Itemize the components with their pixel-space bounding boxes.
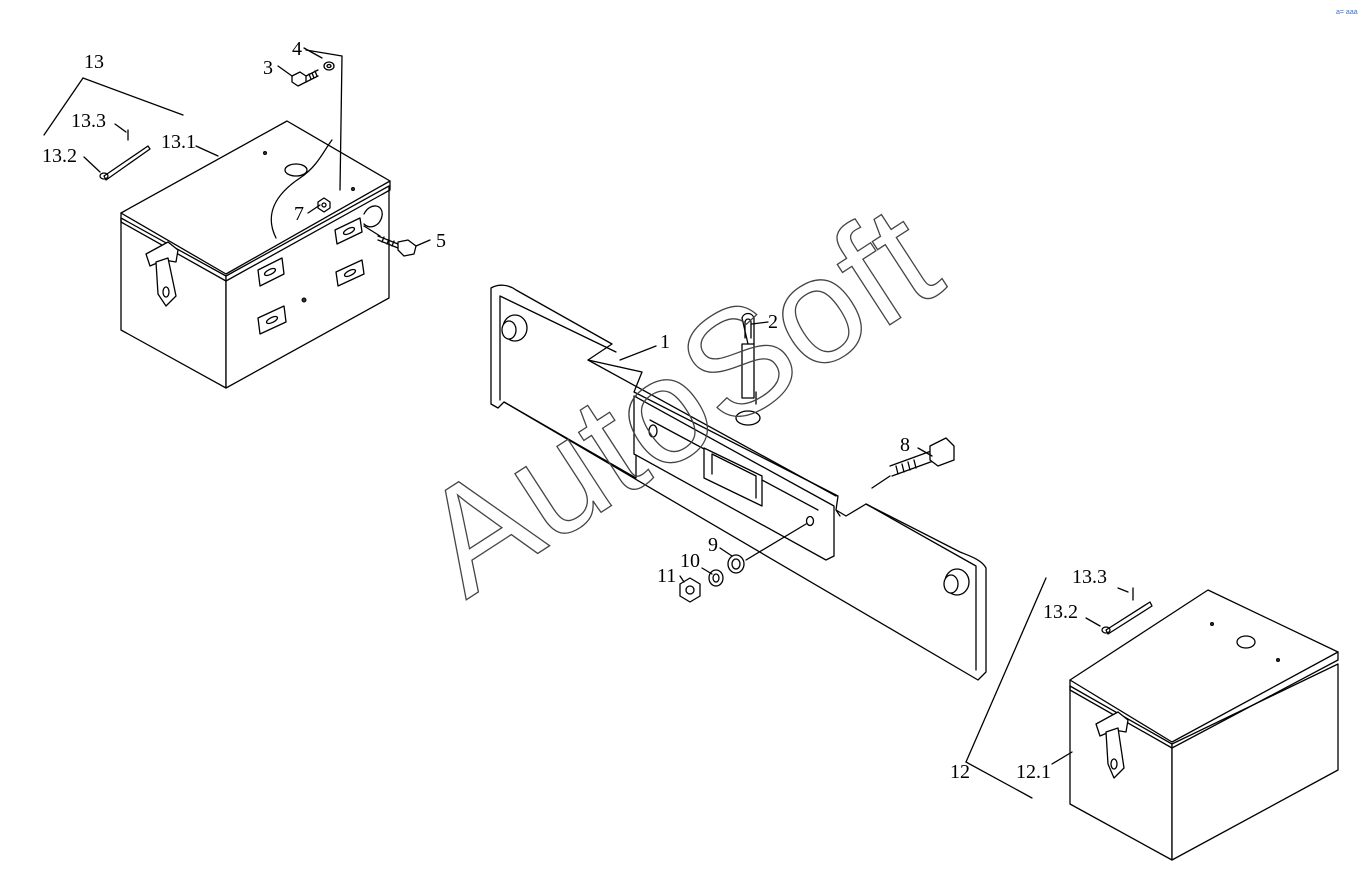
spring-washer-10-icon — [708, 569, 724, 587]
callout-11: 11 — [657, 565, 676, 587]
nut-11-icon — [679, 577, 701, 603]
callout-12: 12 — [950, 761, 970, 783]
callout-7: 7 — [294, 203, 304, 225]
callout-9: 9 — [708, 534, 718, 556]
bracket-slot-2 — [335, 259, 365, 287]
callout-1: 1 — [660, 331, 670, 353]
callout-2: 2 — [768, 311, 778, 333]
callout-3: 3 — [263, 57, 273, 79]
callout-13-2-right: 13.2 — [1043, 601, 1078, 623]
callout-13-1: 13.1 — [161, 131, 196, 153]
strap-13-2-left — [99, 145, 151, 181]
bracket-slot-4 — [334, 217, 363, 245]
left-battery-box — [120, 120, 391, 389]
bracket-slot-1 — [257, 257, 285, 287]
corner-mark: a= aaa — [1336, 9, 1358, 16]
callout-13-2-left: 13.2 — [42, 145, 77, 167]
strap-13-2-right — [1101, 601, 1153, 635]
lock-pin-2-icon — [741, 312, 755, 399]
callout-8: 8 — [900, 434, 910, 456]
mounting-bracket — [490, 284, 987, 681]
callout-13: 13 — [84, 51, 104, 73]
washer-4-icon — [323, 61, 335, 71]
roller-left — [501, 314, 528, 342]
bolt-3-icon — [291, 69, 319, 87]
latch-icon — [1095, 711, 1129, 779]
bracket-slot-3 — [257, 305, 287, 335]
callout-12-1: 12.1 — [1016, 761, 1051, 783]
nut-7-icon — [317, 197, 331, 213]
callout-4: 4 — [292, 38, 302, 60]
bolt-5-icon — [377, 235, 417, 257]
washer-9-icon — [727, 554, 745, 574]
roller-right — [943, 568, 970, 596]
callout-13-3-left: 13.3 — [71, 110, 106, 132]
callout-10: 10 — [680, 550, 700, 572]
callout-13-3-right: 13.3 — [1072, 566, 1107, 588]
latch-icon — [145, 241, 179, 307]
right-battery-box — [1069, 589, 1339, 861]
bolt-8-icon — [889, 437, 955, 477]
callout-5: 5 — [436, 230, 446, 252]
